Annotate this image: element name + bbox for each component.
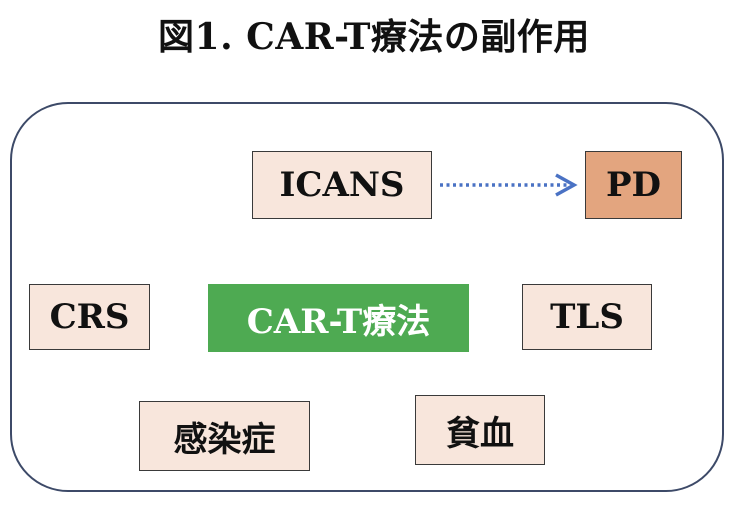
center-car-t-therapy: CAR-T療法	[208, 284, 469, 352]
node-icans: ICANS	[252, 151, 432, 219]
figure-title: 図1. CAR-T療法の副作用	[158, 16, 590, 58]
node-pd: PD	[585, 151, 682, 219]
node-anemia: 貧血	[415, 395, 545, 465]
diagram-frame	[10, 102, 724, 492]
node-crs: CRS	[29, 284, 150, 350]
node-tls: TLS	[522, 284, 652, 350]
dotted-arrow-head	[555, 173, 578, 197]
node-infection: 感染症	[139, 401, 310, 471]
